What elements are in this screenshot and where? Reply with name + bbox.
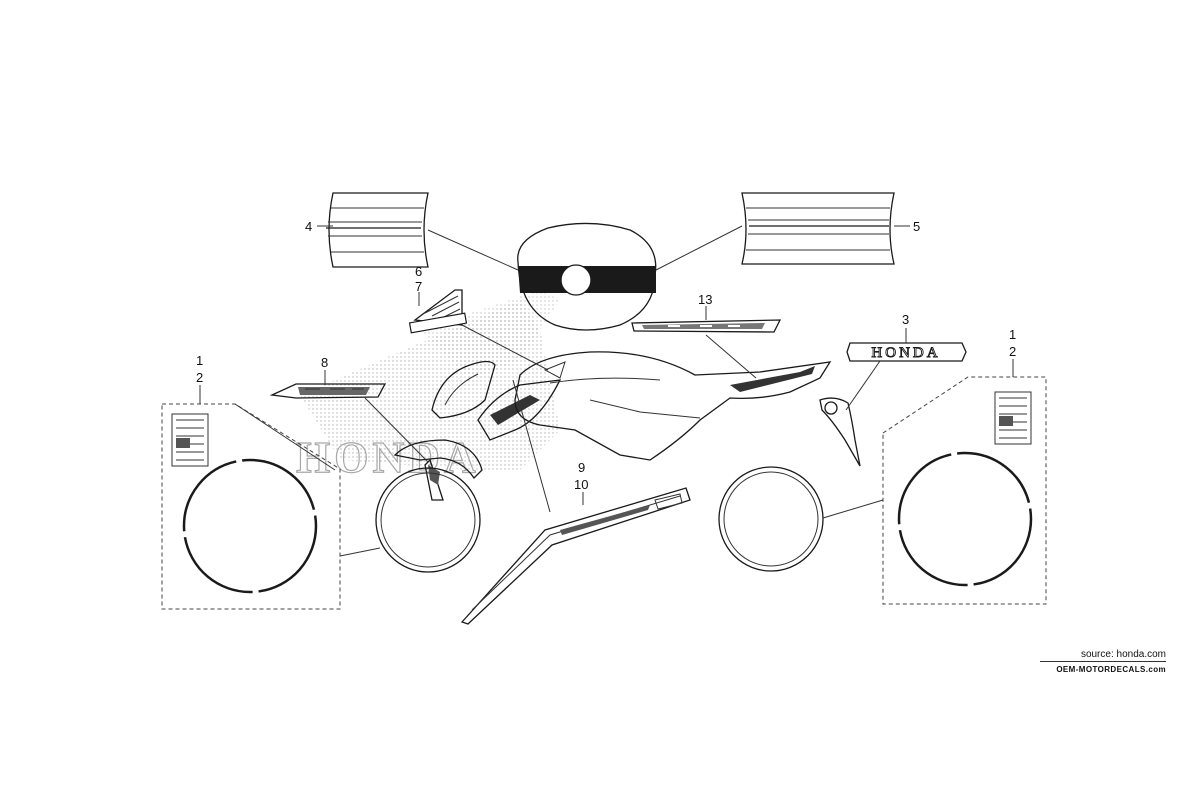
decal-8-abs-panel: [269, 383, 387, 399]
front-wheel: [375, 467, 481, 573]
front-cowl-parts: [431, 360, 562, 441]
main-body-outline: [514, 351, 861, 467]
callout-7: 7: [415, 279, 422, 294]
decal-13-seat-stripe: [631, 319, 782, 333]
callout-4: 4: [305, 219, 312, 234]
fuel-tank-top-view: [517, 222, 657, 331]
callout-2-left: 2: [196, 370, 203, 385]
callout-10: 10: [574, 477, 588, 492]
decal-1-2-left-rim-sheet: [161, 403, 341, 610]
callout-2-right: 2: [1009, 344, 1016, 359]
watermark-source: source: honda.com: [1080, 649, 1166, 660]
fuel-cap: [560, 264, 592, 296]
honda-emblem-text: HONDA: [871, 345, 940, 361]
callout-8: 8: [321, 355, 328, 370]
callout-13: 13: [698, 292, 712, 307]
watermark-site: OEM-MOTORDECALS.com: [1056, 665, 1166, 674]
decal-3-honda-emblem: HONDA: [846, 342, 967, 362]
callout-labels: 4 5 6 7 8 13 3 1 2 9 10 1 2: [196, 219, 1016, 492]
callout-1-right: 1: [1009, 327, 1016, 342]
decal-4-left-stripe: [326, 192, 429, 268]
decal-1-2-right-rim-sheet: [882, 376, 1047, 605]
rear-wheel: [718, 466, 824, 572]
callout-9: 9: [578, 460, 585, 475]
background-shading: HONDA: [295, 290, 560, 483]
decal-6-7-wing-emblem: [408, 289, 468, 334]
decal-9-10-side-stripe: [460, 487, 691, 625]
callout-1-left: 1: [196, 353, 203, 368]
front-fender: [393, 439, 483, 501]
callout-6: 6: [415, 264, 422, 279]
callout-3: 3: [902, 312, 909, 327]
decal-5-right-stripe: [741, 192, 895, 265]
callout-5: 5: [913, 219, 920, 234]
watermark-divider: [1040, 661, 1166, 662]
leader-lines: [199, 225, 1014, 557]
